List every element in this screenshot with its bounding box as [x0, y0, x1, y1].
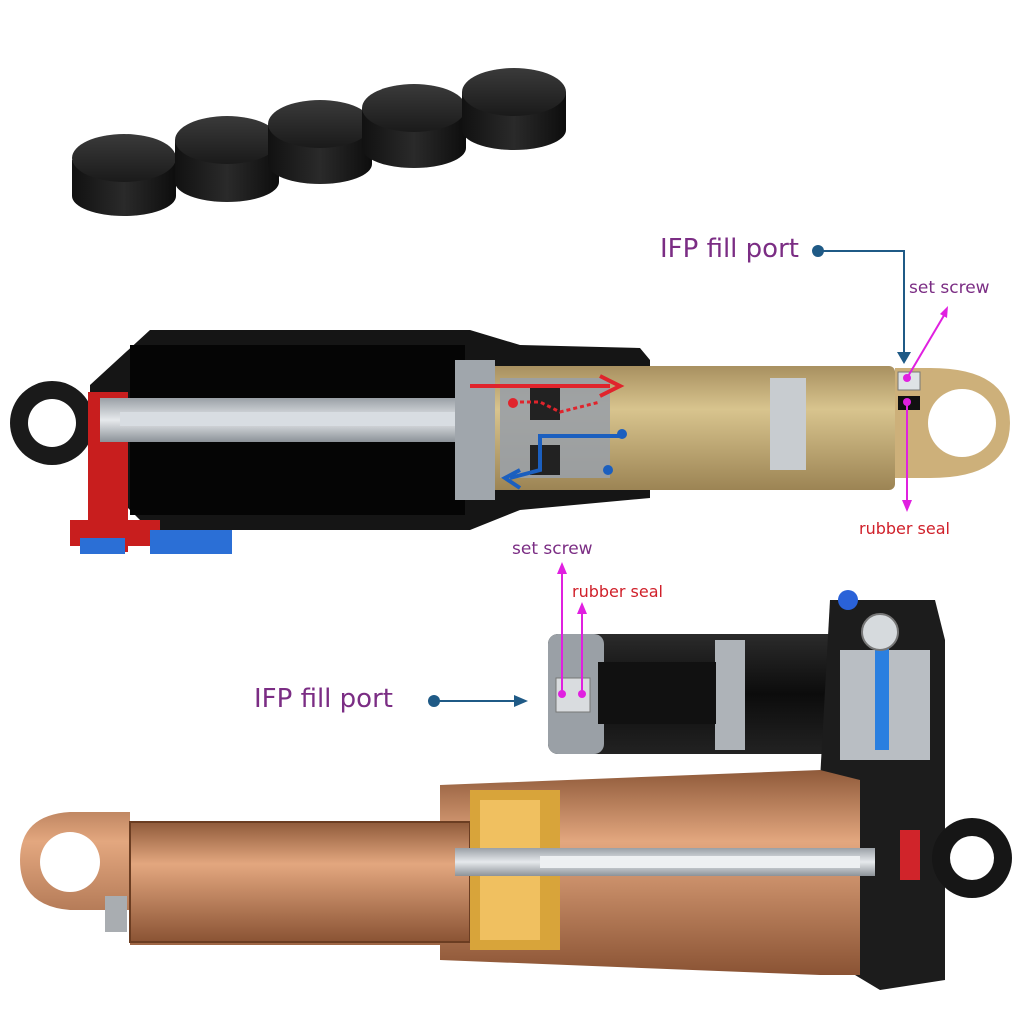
bottom-set-screw-label: set screw: [512, 539, 593, 559]
bottom-rubber-seal-label: rubber seal: [572, 582, 663, 601]
rubber-caps: [72, 68, 566, 216]
top-set-screw-label: set screw: [909, 278, 990, 298]
bottom-ifp-fill-port-label: IFP fill port: [254, 684, 393, 714]
top-rubber-seal-label: rubber seal: [859, 519, 950, 538]
rubber-cap: [362, 84, 466, 168]
bottom-leaders: [428, 562, 587, 707]
rubber-cap: [175, 116, 279, 202]
rubber-cap: [268, 100, 372, 184]
rubber-cap: [462, 68, 566, 150]
bottom-shock-cutaway: [20, 590, 1012, 990]
rubber-cap: [72, 134, 176, 216]
top-shock-cutaway: [10, 330, 1010, 554]
top-leaders: [812, 245, 948, 512]
top-ifp-fill-port-label: IFP fill port: [660, 234, 799, 264]
